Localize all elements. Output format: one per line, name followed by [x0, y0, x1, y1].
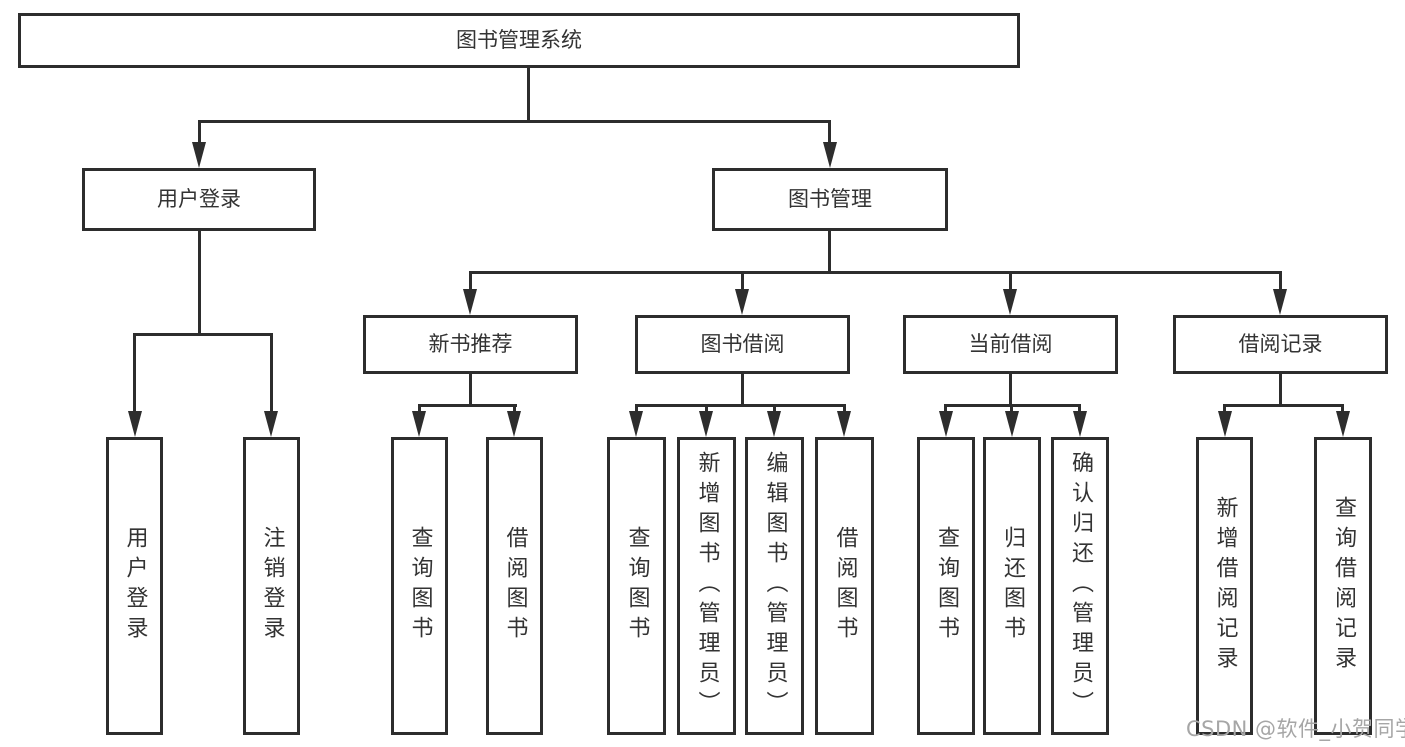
- connector-arrowhead: [699, 411, 713, 437]
- connector-line: [773, 404, 776, 414]
- connector-line: [741, 374, 744, 407]
- leaf-borrow-add-books-admin: 新增图书（管理员）: [677, 437, 736, 735]
- connector-arrowhead: [128, 411, 142, 437]
- connector-line: [418, 404, 517, 407]
- leaf-borrow-edit-books-admin: 编辑图书（管理员）: [745, 437, 804, 735]
- connector-arrowhead: [507, 411, 521, 437]
- node-new-book-recommendation: 新书推荐: [363, 315, 578, 374]
- leaf-borrow-query-books: 查询图书: [607, 437, 666, 735]
- connector-arrowhead: [837, 411, 851, 437]
- connector-line: [635, 404, 638, 414]
- connector-arrowhead: [264, 411, 278, 437]
- leaf-records-query-borrow-record: 查询借阅记录: [1314, 437, 1372, 735]
- connector-arrowhead: [767, 411, 781, 437]
- connector-arrowhead: [463, 289, 477, 315]
- connector-line: [198, 120, 831, 123]
- leaf-logout: 注销登录: [243, 437, 300, 735]
- connector-line: [1223, 404, 1344, 407]
- leaf-borrow-borrow-books: 借阅图书: [815, 437, 874, 735]
- connector-line: [198, 231, 201, 335]
- connector-arrowhead: [192, 142, 206, 168]
- connector-line: [1009, 374, 1012, 407]
- connector-line: [828, 231, 831, 274]
- watermark: CSDN @软件_小贺同学: [1186, 717, 1405, 741]
- connector-line: [133, 333, 136, 415]
- connector-arrowhead: [1336, 411, 1350, 437]
- connector-line: [1279, 374, 1282, 407]
- node-book-borrowing: 图书借阅: [635, 315, 850, 374]
- connector-line: [843, 404, 846, 414]
- connector-line: [527, 68, 530, 121]
- connector-line: [418, 404, 421, 414]
- connector-arrowhead: [1003, 289, 1017, 315]
- connector-line: [705, 404, 708, 414]
- connector-line: [1010, 404, 1013, 414]
- connector-line: [635, 404, 846, 407]
- leaf-records-add-borrow-record: 新增借阅记录: [1196, 437, 1253, 735]
- leaf-current-return-books: 归还图书: [983, 437, 1041, 735]
- connector-line: [469, 271, 1282, 274]
- connector-line: [741, 271, 744, 293]
- connector-line: [1078, 404, 1081, 414]
- node-current-borrowing: 当前借阅: [903, 315, 1118, 374]
- connector-arrowhead: [939, 411, 953, 437]
- connector-line: [513, 404, 516, 414]
- connector-arrowhead: [823, 142, 837, 168]
- connector-line: [469, 271, 472, 293]
- connector-line: [198, 120, 201, 146]
- connector-line: [469, 374, 472, 407]
- connector-arrowhead: [629, 411, 643, 437]
- connector-line: [1341, 404, 1344, 414]
- connector-line: [133, 333, 273, 336]
- connector-arrowhead: [735, 289, 749, 315]
- node-borrowing-records: 借阅记录: [1173, 315, 1388, 374]
- connector-line: [270, 333, 273, 415]
- connector-arrowhead: [1005, 411, 1019, 437]
- node-book-management: 图书管理: [712, 168, 948, 231]
- leaf-user-login: 用户登录: [106, 437, 163, 735]
- leaf-recommend-query-books: 查询图书: [391, 437, 448, 735]
- connector-line: [828, 120, 831, 146]
- connector-arrowhead: [1073, 411, 1087, 437]
- connector-arrowhead: [1273, 289, 1287, 315]
- connector-line: [1223, 404, 1226, 414]
- connector-line: [944, 404, 947, 414]
- leaf-recommend-borrow-books: 借阅图书: [486, 437, 543, 735]
- node-user-login: 用户登录: [82, 168, 316, 231]
- node-library-management-system: 图书管理系统: [18, 13, 1020, 68]
- connector-arrowhead: [412, 411, 426, 437]
- leaf-current-query-books: 查询图书: [917, 437, 975, 735]
- connector-line: [1279, 271, 1282, 293]
- leaf-current-confirm-return-admin: 确认归还（管理员）: [1051, 437, 1109, 735]
- connector-arrowhead: [1218, 411, 1232, 437]
- connector-line: [1009, 271, 1012, 293]
